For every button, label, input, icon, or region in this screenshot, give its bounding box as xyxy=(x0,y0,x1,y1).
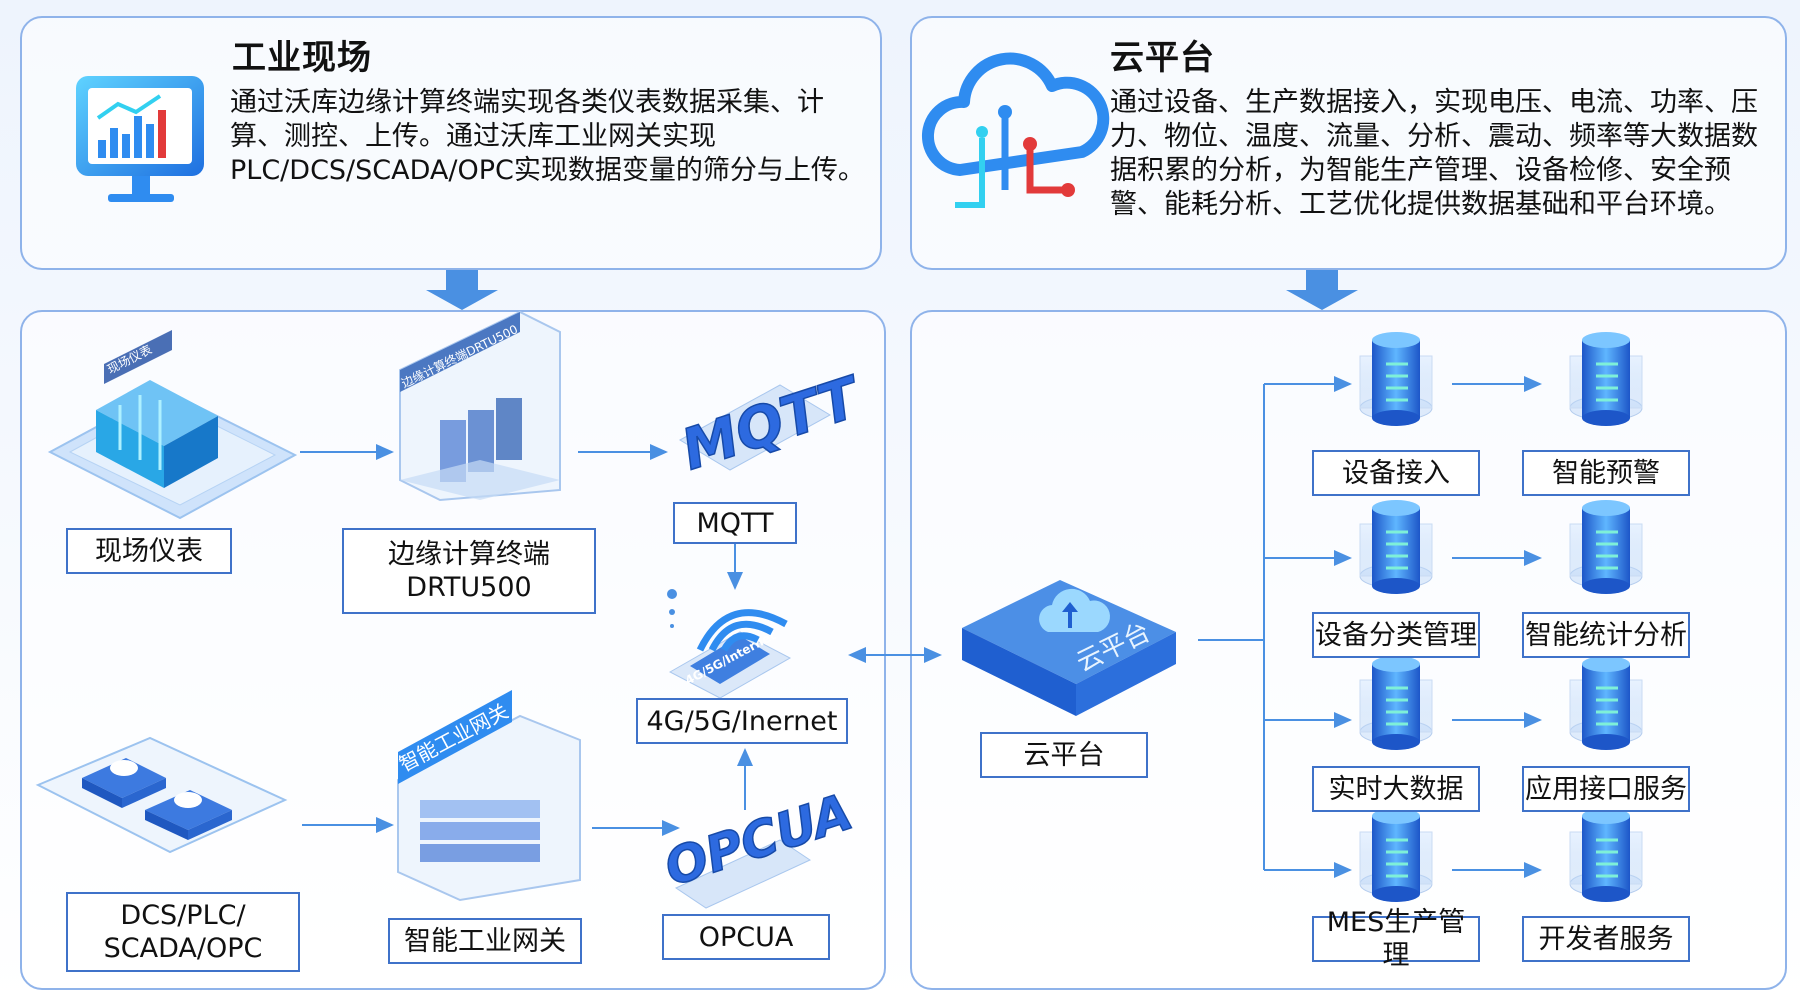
mqtt-label: MQTT xyxy=(673,502,797,544)
network-label: 4G/5G/Inernet xyxy=(636,698,848,744)
service-mes: MES生产管理 xyxy=(1312,907,1480,971)
down-arrow-left xyxy=(426,270,498,310)
service-developer: 开发者服务 xyxy=(1522,916,1690,962)
service-api: 应用接口服务 xyxy=(1522,766,1690,812)
smart-gateway-label: 智能工业网关 xyxy=(388,918,582,964)
edge-terminal-label: 边缘计算终端 DRTU500 xyxy=(342,528,596,614)
field-layer-panel xyxy=(20,310,886,990)
cloud-platform-title: 云平台 xyxy=(1110,38,1215,78)
service-device-access: 设备接入 xyxy=(1312,450,1480,496)
service-smart-warning: 智能预警 xyxy=(1522,450,1690,496)
cloud-platform-description: 通过设备、生产数据接入，实现电压、电流、功率、压力、物位、温度、流量、分析、震动… xyxy=(1110,87,1758,220)
opcua-label: OPCUA xyxy=(662,914,830,960)
industrial-site-description: 通过沃库边缘计算终端实现各类仪表数据采集、计算、测控、上传。通过沃库工业网关实现… xyxy=(230,87,865,186)
industrial-site-title: 工业现场 xyxy=(232,38,372,78)
service-device-classification: 设备分类管理 xyxy=(1312,612,1480,658)
down-arrow-right xyxy=(1286,270,1358,310)
service-smart-statistics: 智能统计分析 xyxy=(1522,612,1690,658)
dcs-plc-scada-opc-label: DCS/PLC/ SCADA/OPC xyxy=(66,892,300,972)
service-realtime-bigdata: 实时大数据 xyxy=(1312,766,1480,812)
cloud-platform-label: 云平台 xyxy=(980,732,1148,778)
field-instrument-label: 现场仪表 xyxy=(66,528,232,574)
